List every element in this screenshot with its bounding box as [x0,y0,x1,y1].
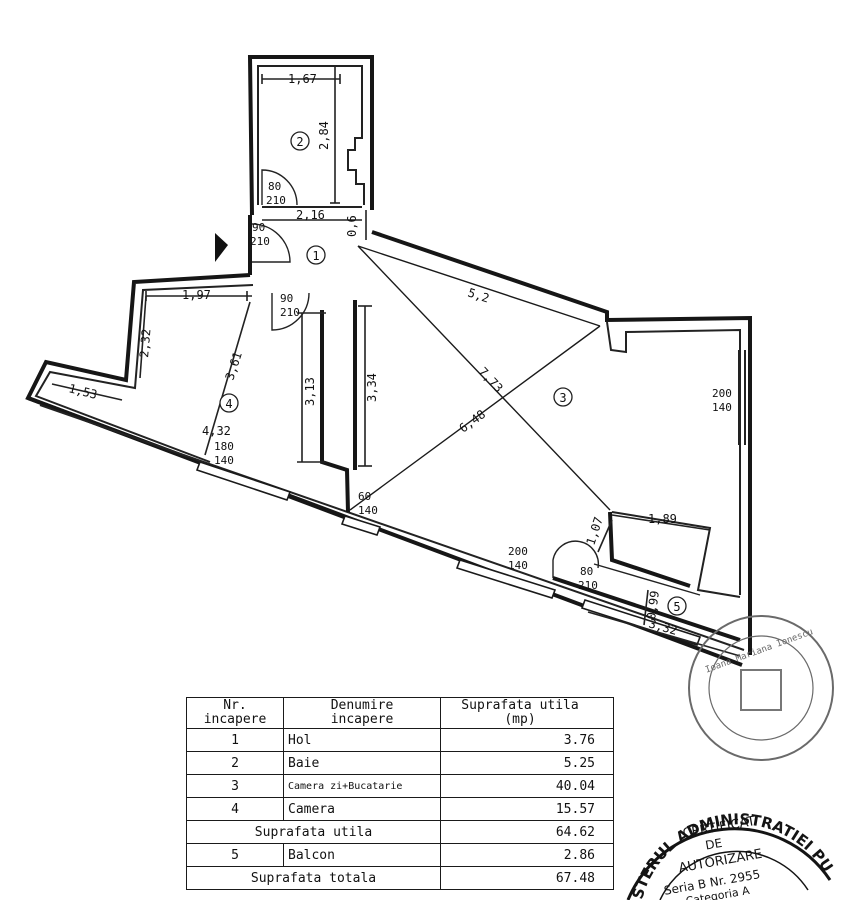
walls [25,55,752,667]
door-entry-width: 90 [252,221,265,234]
door-balcon-width: 80 [580,565,593,578]
opening-labels: 80 210 90 210 90 210 180 140 60 140 200 … [214,180,732,592]
window-living-width: 200 [508,545,528,558]
dim-2-84: 2,84 [317,121,331,150]
header-nr: Nr.incapere [186,697,284,729]
dim-1-97: 1,97 [182,288,211,302]
dim-4-32: 4,32 [202,424,231,438]
table-row: 2 Baie 5.25 [186,751,614,775]
dim-1-67: 1,67 [288,72,317,86]
header-area: Suprafata utila(mp) [440,697,614,729]
door-balcon-height: 210 [578,579,598,592]
doors [215,169,701,596]
room-marker-1: 1 [312,249,319,263]
dim-2-32: 2,32 [137,328,153,358]
room-marker-3: 3 [559,391,566,405]
window-small-height: 140 [358,504,378,517]
dim-0-99: 0,99 [644,590,662,621]
table-row: 1 Hol 3.76 [186,728,614,752]
room-marker-2: 2 [296,135,303,149]
diagonal-measurements [349,245,611,511]
window-living-height: 140 [508,559,528,572]
room-marker-4: 4 [225,397,232,411]
dim-3-13: 3,13 [303,377,317,406]
window-right-height: 140 [712,401,732,414]
subtotal-row: Suprafata utila 64.62 [186,820,614,844]
dim-3-61: 3,61 [223,350,245,382]
door-baie-width: 80 [268,180,281,193]
table-row: 3 Camera zi+Bucatarie 40.04 [186,774,614,798]
room-markers: 1 2 3 4 5 [219,131,687,616]
dim-5-2: 5,2 [466,286,491,306]
dimension-lines [51,65,741,657]
total-row: Suprafata totala 67.48 [186,866,614,890]
window-right-width: 200 [712,387,732,400]
dim-0-6: 0,6 [345,215,359,237]
round-seal: Ioana Mariana Ionescu [688,615,834,761]
window-camera-width: 180 [214,440,234,453]
table-row: 4 Camera 15.57 [186,797,614,821]
dim-1-89: 1,89 [648,512,677,526]
door-baie-height: 210 [266,194,286,207]
windows [195,460,702,646]
window-camera-height: 140 [214,454,234,467]
door-camera-height: 210 [280,306,300,319]
dim-2-16: 2,16 [296,208,325,222]
door-entry-height: 210 [250,235,270,248]
dim-7-73: 7,73 [476,364,506,395]
cert-line-2: DE [704,836,723,853]
dim-3-34: 3,34 [365,373,379,402]
room-marker-5: 5 [673,600,680,614]
entrance-arrow-icon [215,233,228,262]
window-small-width: 60 [358,490,371,503]
dim-1-53: 1,53 [67,381,98,402]
table-row: 5 Balcon 2.86 [186,843,614,867]
dimension-labels: 1,67 2,84 2,16 0,6 5,2 1,97 2,32 1,53 3,… [67,72,679,638]
door-camera-width: 90 [280,292,293,305]
